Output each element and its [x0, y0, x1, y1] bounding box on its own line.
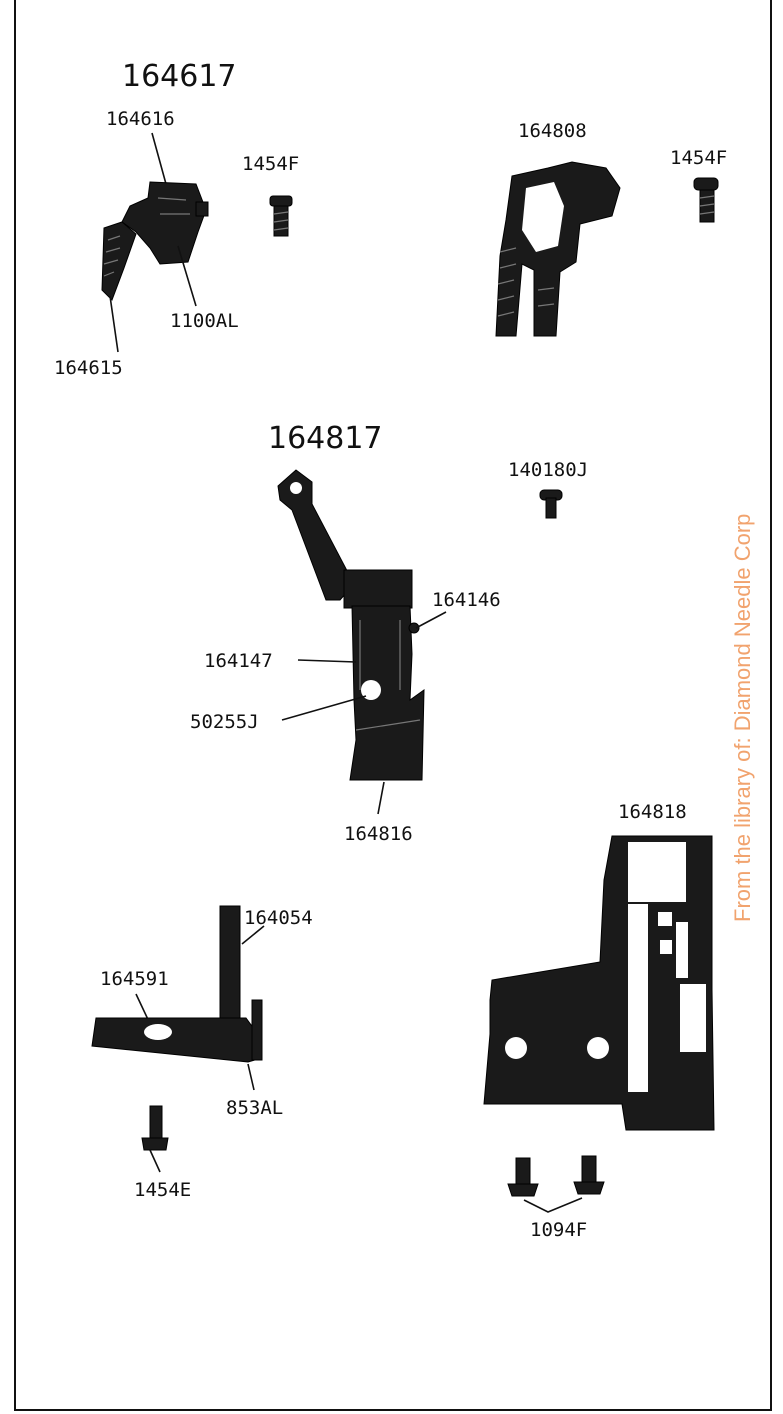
part-164617-assembly — [101, 181, 209, 301]
part-164808 — [495, 161, 621, 337]
part-164818 — [483, 835, 715, 1131]
label-164616: 164616 — [106, 108, 175, 130]
label-1100AL: 1100AL — [170, 310, 239, 332]
leader-1100AL — [177, 245, 197, 307]
label-164615: 164615 — [54, 357, 123, 379]
leader-50255J — [281, 695, 367, 721]
label-1454E: 1454E — [134, 1179, 191, 1201]
leader-164147 — [297, 659, 357, 663]
part-164816-assembly — [277, 469, 425, 781]
leader-853AL — [247, 1063, 255, 1091]
part-164591-bracket — [91, 905, 263, 1063]
label-164146: 164146 — [432, 589, 501, 611]
screw-1454F-a — [269, 195, 293, 237]
label-164816: 164816 — [344, 823, 413, 845]
screw-1094F-left — [507, 1157, 539, 1197]
label-164591: 164591 — [100, 968, 169, 990]
label-50255J: 50255J — [190, 711, 259, 733]
group-title-164817: 164817 — [268, 421, 383, 456]
label-164818: 164818 — [618, 801, 687, 823]
label-164147: 164147 — [204, 650, 273, 672]
leader-164146 — [415, 611, 447, 629]
leader-164615 — [109, 295, 119, 353]
leader-1094F — [523, 1197, 583, 1213]
leader-1454E — [149, 1149, 161, 1173]
library-watermark: From the library of: Diamond Needle Corp — [730, 513, 755, 922]
label-1454F-a: 1454F — [242, 153, 299, 175]
label-164808: 164808 — [518, 120, 587, 142]
label-1454F-b: 1454F — [670, 147, 727, 169]
leader-164816 — [377, 781, 385, 815]
screw-140180J — [539, 489, 563, 519]
leader-164054 — [241, 925, 265, 945]
group-title-164617: 164617 — [122, 59, 237, 94]
label-140180J: 140180J — [508, 459, 588, 481]
screw-1094F-right — [573, 1155, 605, 1195]
label-164054: 164054 — [244, 907, 313, 929]
leader-164616 — [151, 132, 167, 185]
screw-1454F-b — [693, 177, 719, 223]
label-1094F: 1094F — [530, 1219, 587, 1241]
label-853AL: 853AL — [226, 1097, 283, 1119]
screw-1454E — [141, 1105, 169, 1151]
page-border — [14, 0, 772, 1411]
